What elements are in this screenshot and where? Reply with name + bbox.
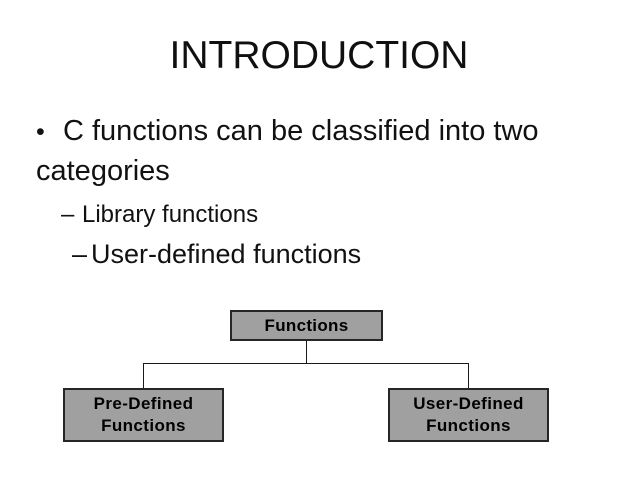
- bullet-text-user-defined-functions: User-defined functions: [91, 239, 362, 269]
- bullet-marker-dash: –: [61, 201, 75, 228]
- bullet-text-categories: C functions can be classified into two c…: [36, 115, 539, 187]
- bullet-item-level1: •C functions can be classified into two …: [36, 112, 596, 191]
- diagram-node-user-defined-functions: User-Defined Functions: [388, 388, 549, 442]
- slide-body: •C functions can be classified into two …: [36, 112, 596, 274]
- diagram-node-pre-defined-functions: Pre-Defined Functions: [63, 388, 224, 442]
- sub-bullet-list: – Library functions – User-defined funct…: [36, 198, 596, 274]
- diagram-node-pre-defined-line1: Pre-Defined: [93, 394, 194, 413]
- connector-root-vertical: [306, 341, 307, 363]
- bullet-marker-dash: –: [72, 239, 88, 269]
- diagram-node-user-defined-line2: Functions: [426, 416, 511, 435]
- bullet-item-library-functions: – Library functions: [36, 198, 596, 232]
- bullet-text-library-functions: Library functions: [82, 201, 259, 228]
- bullet-marker-dot: •: [36, 118, 45, 146]
- diagram-node-pre-defined-line2: Functions: [101, 416, 186, 435]
- slide-title: INTRODUCTION: [169, 34, 469, 77]
- connector-right-vertical: [468, 363, 469, 388]
- connector-horizontal: [143, 363, 469, 364]
- bullet-item-user-defined-functions: – User-defined functions: [36, 235, 596, 274]
- diagram-node-functions: Functions: [230, 310, 383, 341]
- connector-left-vertical: [143, 363, 144, 388]
- diagram-node-user-defined-line1: User-Defined: [413, 394, 524, 413]
- diagram-node-functions-label: Functions: [264, 315, 349, 335]
